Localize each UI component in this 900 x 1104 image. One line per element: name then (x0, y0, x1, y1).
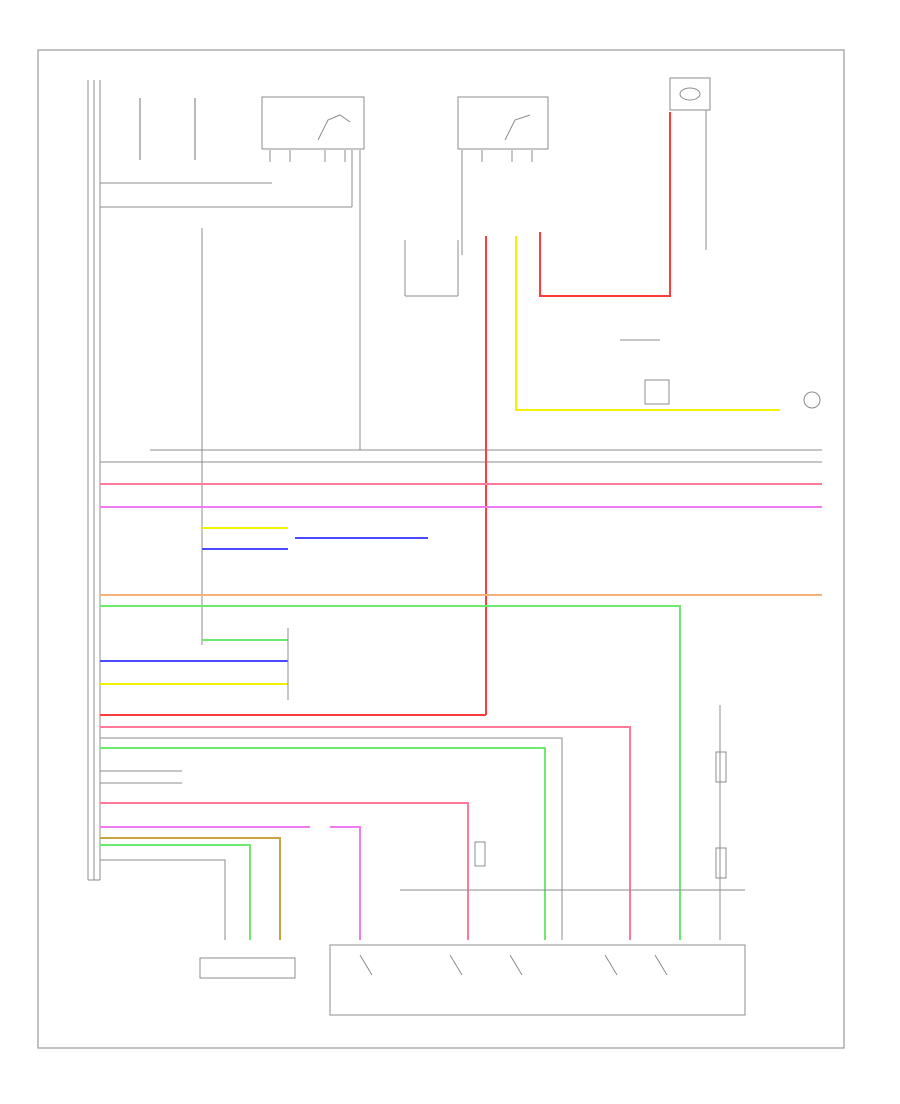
blue-wires (100, 537, 428, 662)
lower-plain-wires (100, 628, 745, 940)
left-connector-block (87, 80, 101, 881)
green-wires (100, 605, 681, 940)
top-fuse-lines (139, 98, 196, 160)
diagram-frame (37, 49, 845, 1049)
yellow-wires (100, 236, 780, 685)
pink-wires (100, 483, 822, 940)
right-components (474, 339, 821, 879)
relay-box-middle (457, 96, 549, 162)
relay-box-left (261, 96, 365, 162)
brown-wire (100, 837, 281, 940)
top-right-sensor-box (669, 77, 711, 250)
red-wires (100, 112, 671, 716)
upper-plain-wires (100, 150, 822, 645)
bottom-switch-assembly (199, 944, 746, 1016)
